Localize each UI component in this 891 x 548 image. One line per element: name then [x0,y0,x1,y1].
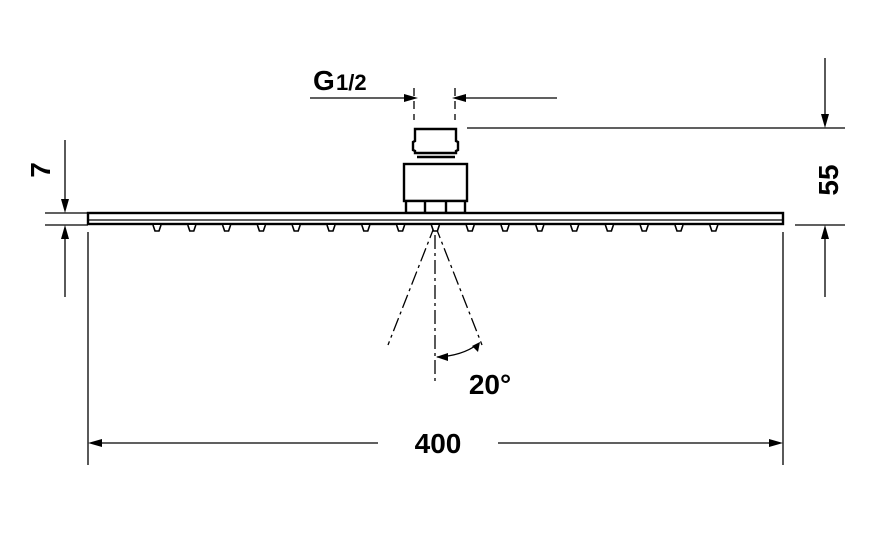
nozzle [256,224,267,232]
nozzle [221,224,232,232]
nozzle [291,224,301,232]
thread-size: 1/2 [336,70,367,95]
nozzle [395,224,406,232]
arrowheads [61,94,829,447]
height-label: 55 [813,164,844,195]
nozzle [535,224,545,232]
labels: G 1/2 7 55 20° 400 [25,65,844,459]
nozzle [709,224,719,232]
plate-thickness-label: 7 [25,162,56,178]
nozzle [326,224,336,232]
width-label: 400 [415,428,462,459]
nozzle [187,224,197,232]
dimension-lines [45,58,845,465]
nozzle [465,224,475,232]
shower-head [86,127,785,226]
nozzle [152,224,162,232]
spray-angle-label: 20° [469,369,511,400]
nozzles [152,224,719,232]
thread-label: G [313,65,335,96]
nozzle [674,224,684,232]
nozzle [500,224,510,232]
nozzle [639,224,649,232]
nozzle [430,224,441,232]
nozzle [604,224,615,232]
nozzle [361,224,371,232]
nozzle [569,224,580,232]
